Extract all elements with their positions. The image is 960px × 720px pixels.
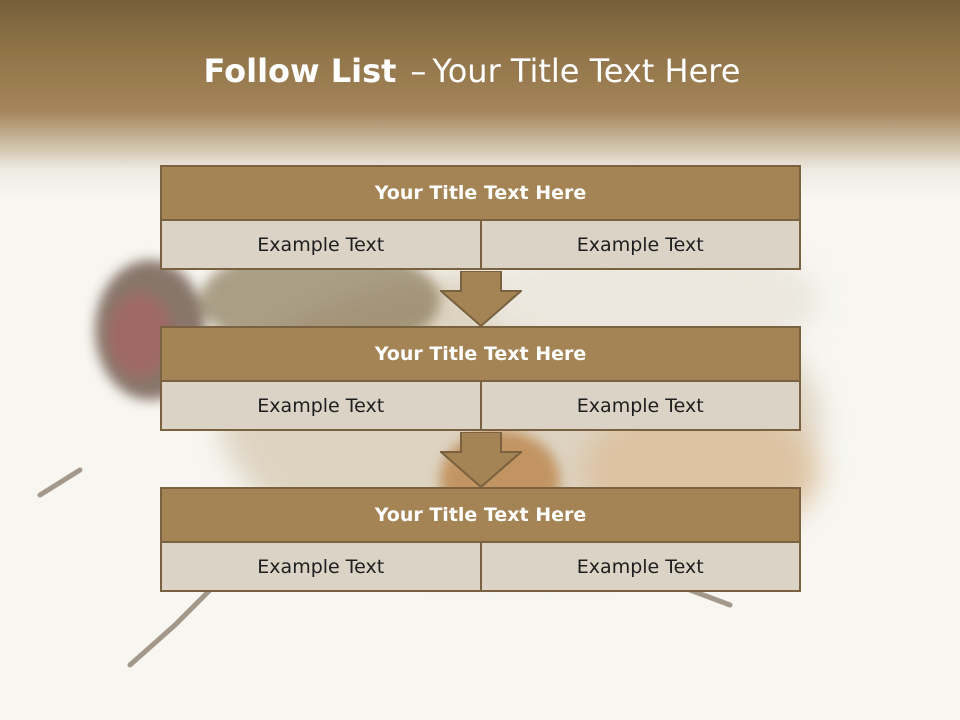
block-title: Your Title Text Here bbox=[160, 487, 801, 543]
slide-title-dash: – bbox=[410, 52, 427, 90]
list-block-2: Your Title Text Here Example Text Exampl… bbox=[160, 326, 801, 431]
list-block-3: Your Title Text Here Example Text Exampl… bbox=[160, 487, 801, 592]
slide-title: Follow List–Your Title Text Here bbox=[0, 52, 944, 90]
block-row: Example Text Example Text bbox=[160, 382, 801, 431]
block-cell-left: Example Text bbox=[160, 382, 481, 431]
down-arrow-icon bbox=[440, 271, 522, 327]
block-row: Example Text Example Text bbox=[160, 543, 801, 592]
down-arrow-icon bbox=[440, 432, 522, 488]
block-cell-right: Example Text bbox=[480, 382, 801, 431]
block-title: Your Title Text Here bbox=[160, 326, 801, 382]
block-cell-left: Example Text bbox=[160, 543, 481, 592]
block-cell-right: Example Text bbox=[480, 543, 801, 592]
slide-title-rest: Your Title Text Here bbox=[432, 52, 741, 90]
block-cell-left: Example Text bbox=[160, 221, 481, 270]
block-row: Example Text Example Text bbox=[160, 221, 801, 270]
block-cell-right: Example Text bbox=[480, 221, 801, 270]
slide-title-bold: Follow List bbox=[203, 52, 397, 90]
block-title: Your Title Text Here bbox=[160, 165, 801, 221]
list-block-1: Your Title Text Here Example Text Exampl… bbox=[160, 165, 801, 270]
